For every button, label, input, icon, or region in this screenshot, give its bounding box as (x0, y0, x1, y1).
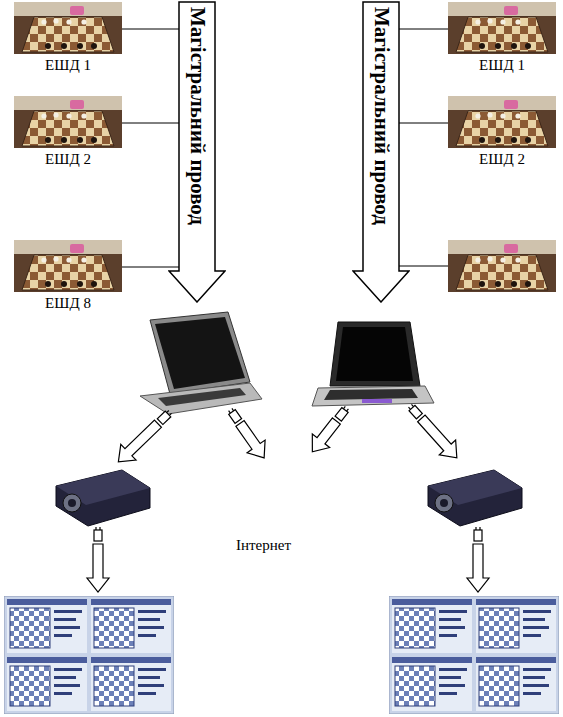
projector (428, 470, 522, 526)
bus-wire (399, 266, 448, 267)
projected-screen (4, 596, 174, 714)
board-photo (448, 240, 556, 292)
connector-line (399, 29, 448, 30)
chessboard-unit: ЕШД 2 (14, 96, 122, 168)
chessboard-unit: ЕШД 8 (14, 240, 122, 312)
board-photo (448, 2, 556, 54)
board-label: ЕШД 2 (14, 150, 122, 168)
board-label: ЕШД 2 (448, 150, 556, 168)
trunk-label: Магістральний провод (371, 7, 392, 225)
usb-arrow (467, 527, 489, 592)
arrow-shape (169, 2, 225, 302)
arrow-shape (353, 2, 409, 302)
trunk-arrow: Магістральний провод (352, 1, 410, 303)
board-label: ЕШД 1 (448, 56, 556, 74)
usb-arrow (402, 398, 465, 465)
usb-arrow (111, 404, 178, 470)
board-label: ЕШД 1 (14, 56, 122, 74)
usb-arrow (221, 403, 273, 464)
board-photo (14, 240, 122, 292)
board-photo (14, 2, 122, 54)
laptop (312, 322, 434, 406)
chessboard-unit: ЕШД 1 (448, 2, 556, 74)
laptop (140, 312, 262, 414)
usb-arrow (304, 401, 356, 459)
network-label: Інтернет (236, 536, 291, 554)
board-photo (14, 96, 122, 148)
chessboard-unit: ЕШД 1 (14, 2, 122, 74)
board-label: ЕШД 8 (14, 294, 122, 312)
connector-line (122, 123, 179, 124)
projector (56, 470, 150, 526)
board-photo (448, 96, 556, 148)
usb-arrow (87, 527, 109, 592)
connector-line (399, 123, 448, 124)
connector-line (122, 267, 179, 268)
chessboard-unit: ЕШД 2 (448, 96, 556, 168)
projected-screen (389, 596, 559, 714)
connector-line (122, 29, 179, 30)
trunk-arrow: Магістральний провод (168, 1, 226, 303)
trunk-label: Магістральний провод (187, 7, 208, 225)
